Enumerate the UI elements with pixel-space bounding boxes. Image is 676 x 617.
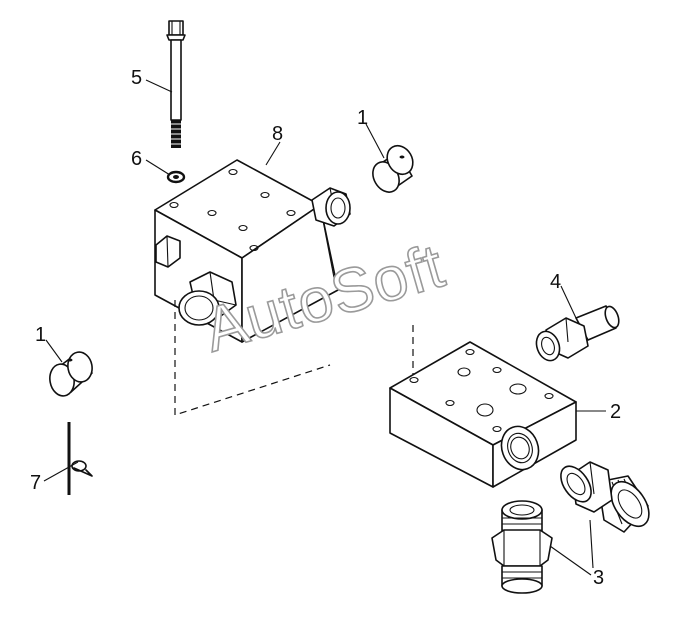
bolt-thread: [171, 120, 181, 148]
callout-2: 2: [610, 401, 621, 423]
part-5-bolt: [166, 20, 186, 148]
callout-1-left: 1: [35, 324, 46, 346]
callout-5: 5: [131, 67, 142, 89]
part-3-fitting-bottom: [491, 500, 553, 594]
callout-1-top: 1: [357, 107, 368, 129]
callout-4: 4: [550, 271, 561, 293]
assembly-lines: [174, 300, 414, 416]
callouts: 5 6 8 1 1 7 4 2 3: [30, 67, 621, 589]
callout-6: 6: [131, 148, 142, 170]
part-7-pin: [67, 422, 93, 495]
part-8-valve-block: [154, 159, 351, 343]
part-1-ring-left: [49, 351, 93, 397]
leader-lines: [43, 79, 606, 576]
part-6-washer: [166, 170, 186, 184]
block-front-fitting: [178, 271, 237, 326]
part-1-ring-top: [372, 144, 414, 193]
part-4-barb-fitting: [535, 305, 620, 362]
callout-3: 3: [593, 567, 604, 589]
callout-7: 7: [30, 472, 41, 494]
block-right-fitting: [311, 187, 351, 227]
part-2-mounting-plate: [389, 341, 577, 488]
callout-8: 8: [272, 123, 283, 145]
part-3-fitting-right: [560, 461, 650, 533]
